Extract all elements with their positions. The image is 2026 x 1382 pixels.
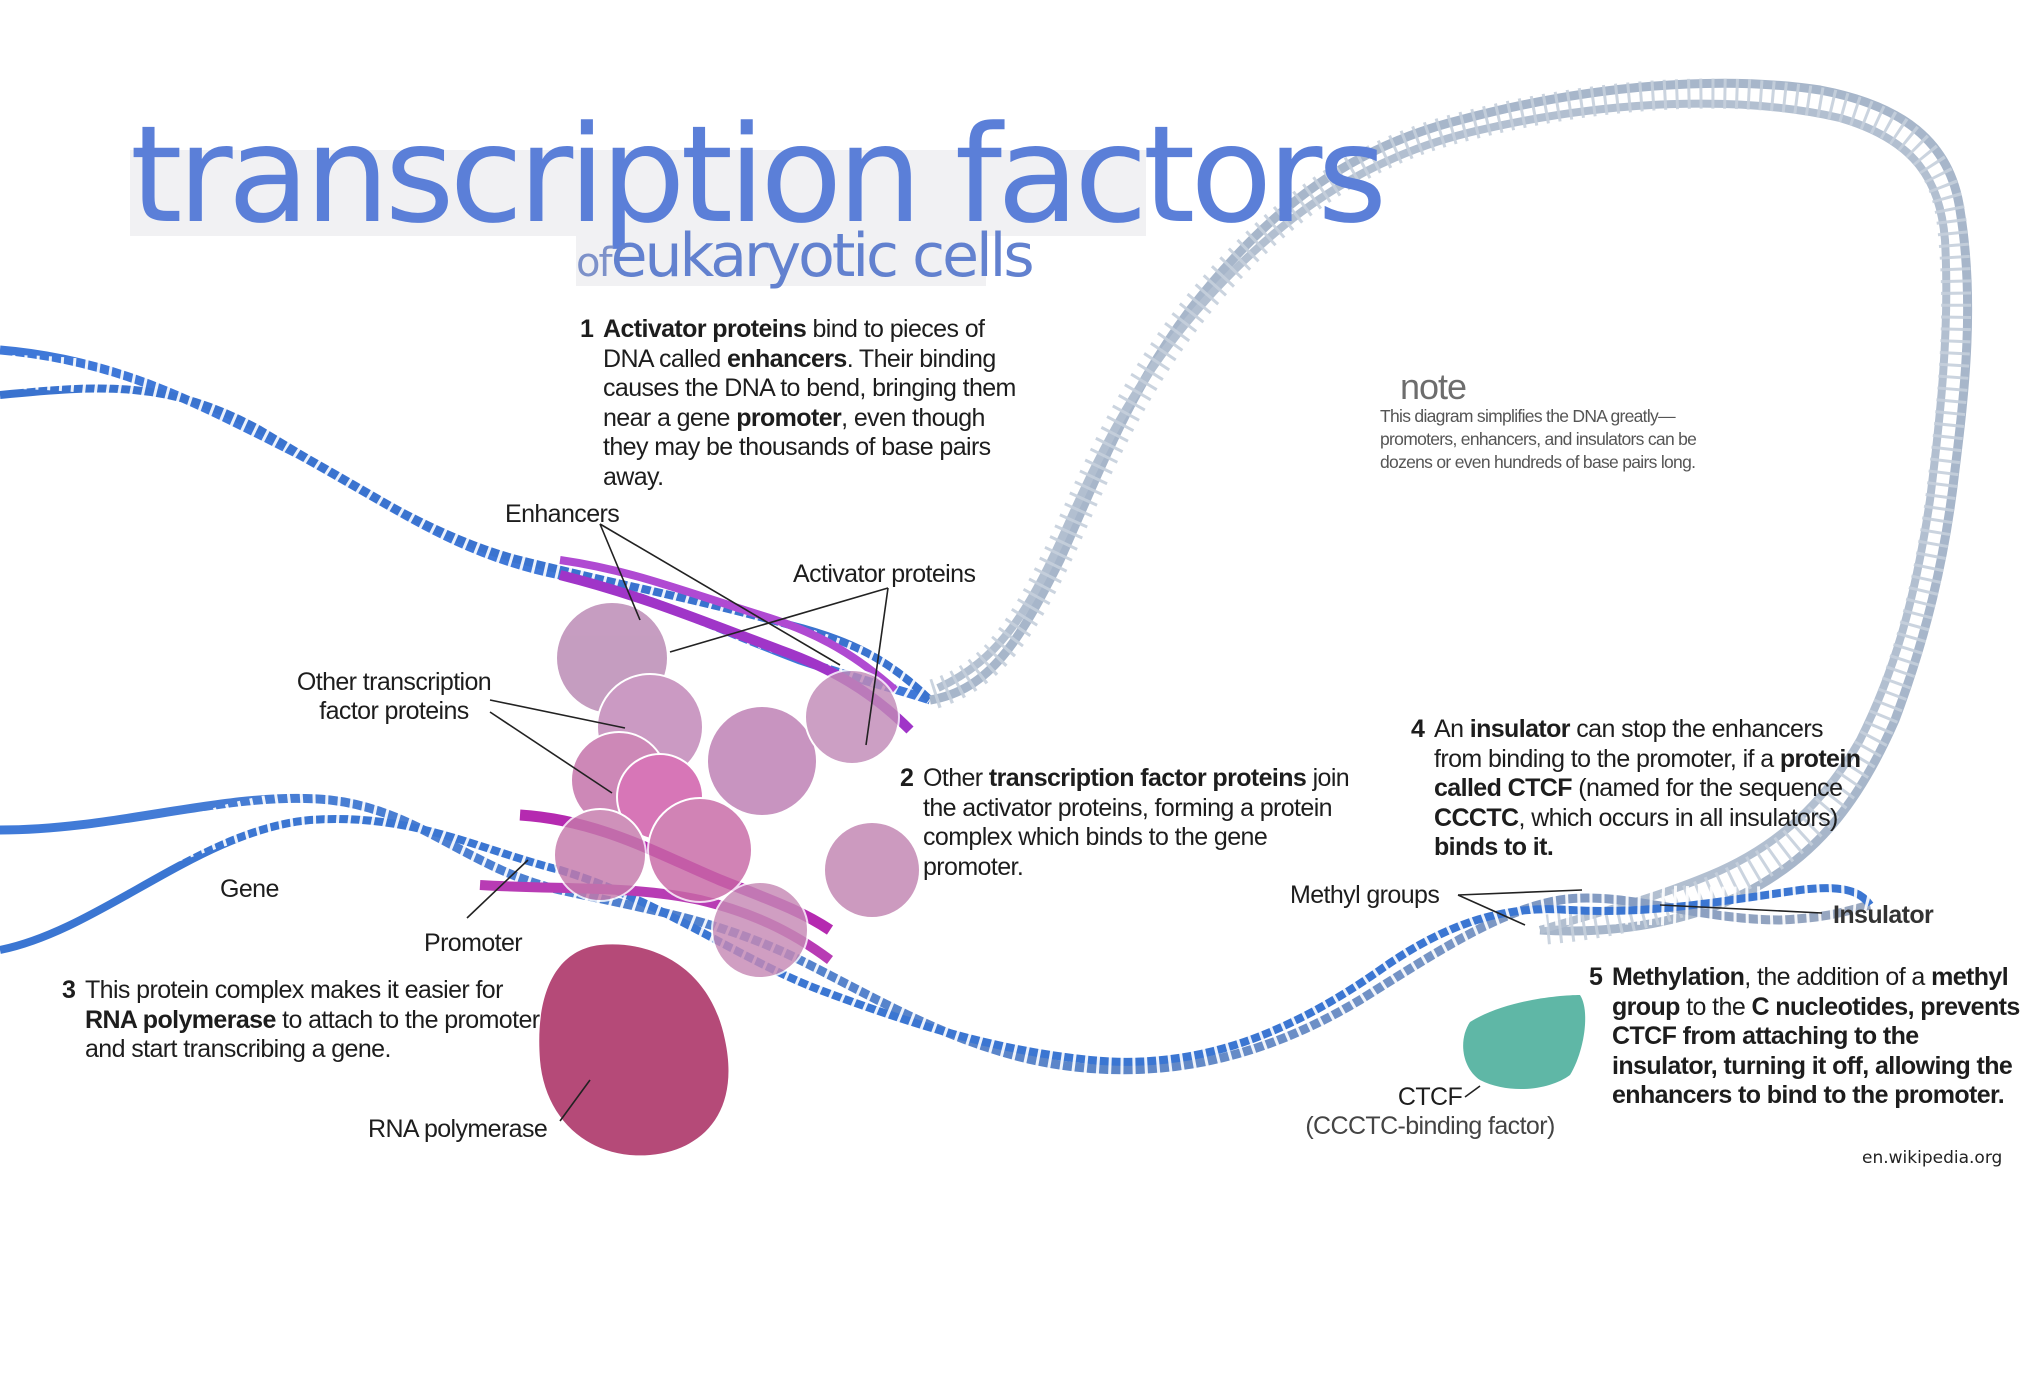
step-text-bold: methyl group — [1612, 963, 2009, 1021]
label-promoter: Promoter — [424, 929, 523, 957]
step-number: 2 — [900, 764, 914, 792]
step-text-bold: protein called CTCF — [1434, 744, 1861, 803]
label-ctcf-full: (CCCTC-binding factor) — [1305, 1112, 1555, 1140]
label-enhancers: Enhancers — [505, 500, 620, 528]
step-text: bind to pieces of DNA called — [603, 315, 985, 373]
step-number: 1 — [580, 315, 594, 343]
protein-complex — [553, 603, 921, 979]
ctcf-shape — [1463, 995, 1586, 1090]
step-text-bold: Methylation — [1612, 963, 1745, 991]
step-text: to attach to the promoter and start tran… — [85, 1005, 540, 1064]
step-text: , even though they may be thousands of b… — [603, 403, 991, 491]
step-number: 4 — [1411, 715, 1425, 743]
step-text: An — [1434, 715, 1470, 743]
label-activator-proteins: Activator proteins — [793, 560, 976, 588]
note-body: This diagram simplifies the DNA greatly—… — [1380, 406, 1697, 472]
step-text: Other — [923, 764, 989, 792]
label-other-tf-line2: factor proteins — [319, 697, 469, 725]
step-text-bold: insulator — [1469, 715, 1571, 743]
label-other-tf: Other transcription factor proteins — [282, 668, 506, 726]
step-text-bold: CCCTC — [1434, 803, 1519, 832]
step-text-bold: enhancers — [727, 344, 847, 373]
step-3: 3 This protein complex makes it easier fo… — [62, 976, 545, 1065]
page-subtitle: ofeukaryotic cells — [576, 226, 1035, 286]
step-text-bold: RNA polymerase — [85, 1005, 276, 1034]
step-text: , which occurs in all insulators) — [1518, 803, 1839, 832]
label-ctcf-name: CTCF — [1397, 1083, 1463, 1111]
step-number: 3 — [62, 976, 76, 1004]
step-2: 2 Other transcription factor proteins joi… — [900, 764, 1353, 882]
step-text: This protein complex makes it easier for — [85, 976, 503, 1004]
step-text-bold: C nucleotides, prevents CTCF from attach… — [1612, 992, 2020, 1110]
label-other-tf-line1: Other transcription — [296, 668, 492, 696]
step-text-bold: Activator proteins — [603, 315, 807, 343]
source-credit: en.wikipedia.org — [1862, 1148, 2003, 1168]
step-text-bold: promoter — [736, 403, 842, 432]
step-4: 4 An insulator can stop the enhancers fro… — [1411, 715, 1874, 863]
step-5: 5 Methylation, the addition of a methyl g… — [1589, 963, 2022, 1111]
title-sub: eukaryotic cells — [610, 221, 1035, 291]
label-insulator: Insulator — [1833, 901, 1934, 929]
page-title: transcription factors — [130, 97, 1387, 253]
step-text: , the addition of a — [1744, 963, 1932, 991]
note-title: note — [1400, 366, 1467, 407]
dna-strand-lower — [0, 789, 1877, 1086]
rna-polymerase-shape — [539, 944, 729, 1156]
step-text: to the — [1679, 992, 1752, 1021]
step-text-bold: transcription factor proteins — [988, 764, 1307, 792]
step-text: can stop the enhancers from binding to t… — [1434, 715, 1824, 773]
step-text: join the activator proteins, forming a p… — [923, 764, 1350, 881]
label-ctcf: CTCF (CCCTC-binding factor) — [1300, 1083, 1560, 1141]
step-1: 1 Activator proteins bind to pieces of DN… — [580, 315, 1035, 492]
step-text-bold: binds to it. — [1434, 833, 1554, 861]
leader-lines — [466, 523, 1823, 1122]
step-text: . Their binding causes the DNA to bend, … — [603, 344, 1016, 432]
label-gene: Gene — [220, 875, 279, 903]
step-text: (named for the sequence — [1571, 774, 1843, 802]
title-of: of — [576, 240, 613, 286]
dna-strand-loop — [929, 78, 1973, 945]
label-methyl-groups: Methyl groups — [1290, 881, 1440, 909]
step-number: 5 — [1589, 963, 1603, 991]
label-rna-polymerase: RNA polymerase — [368, 1115, 548, 1143]
